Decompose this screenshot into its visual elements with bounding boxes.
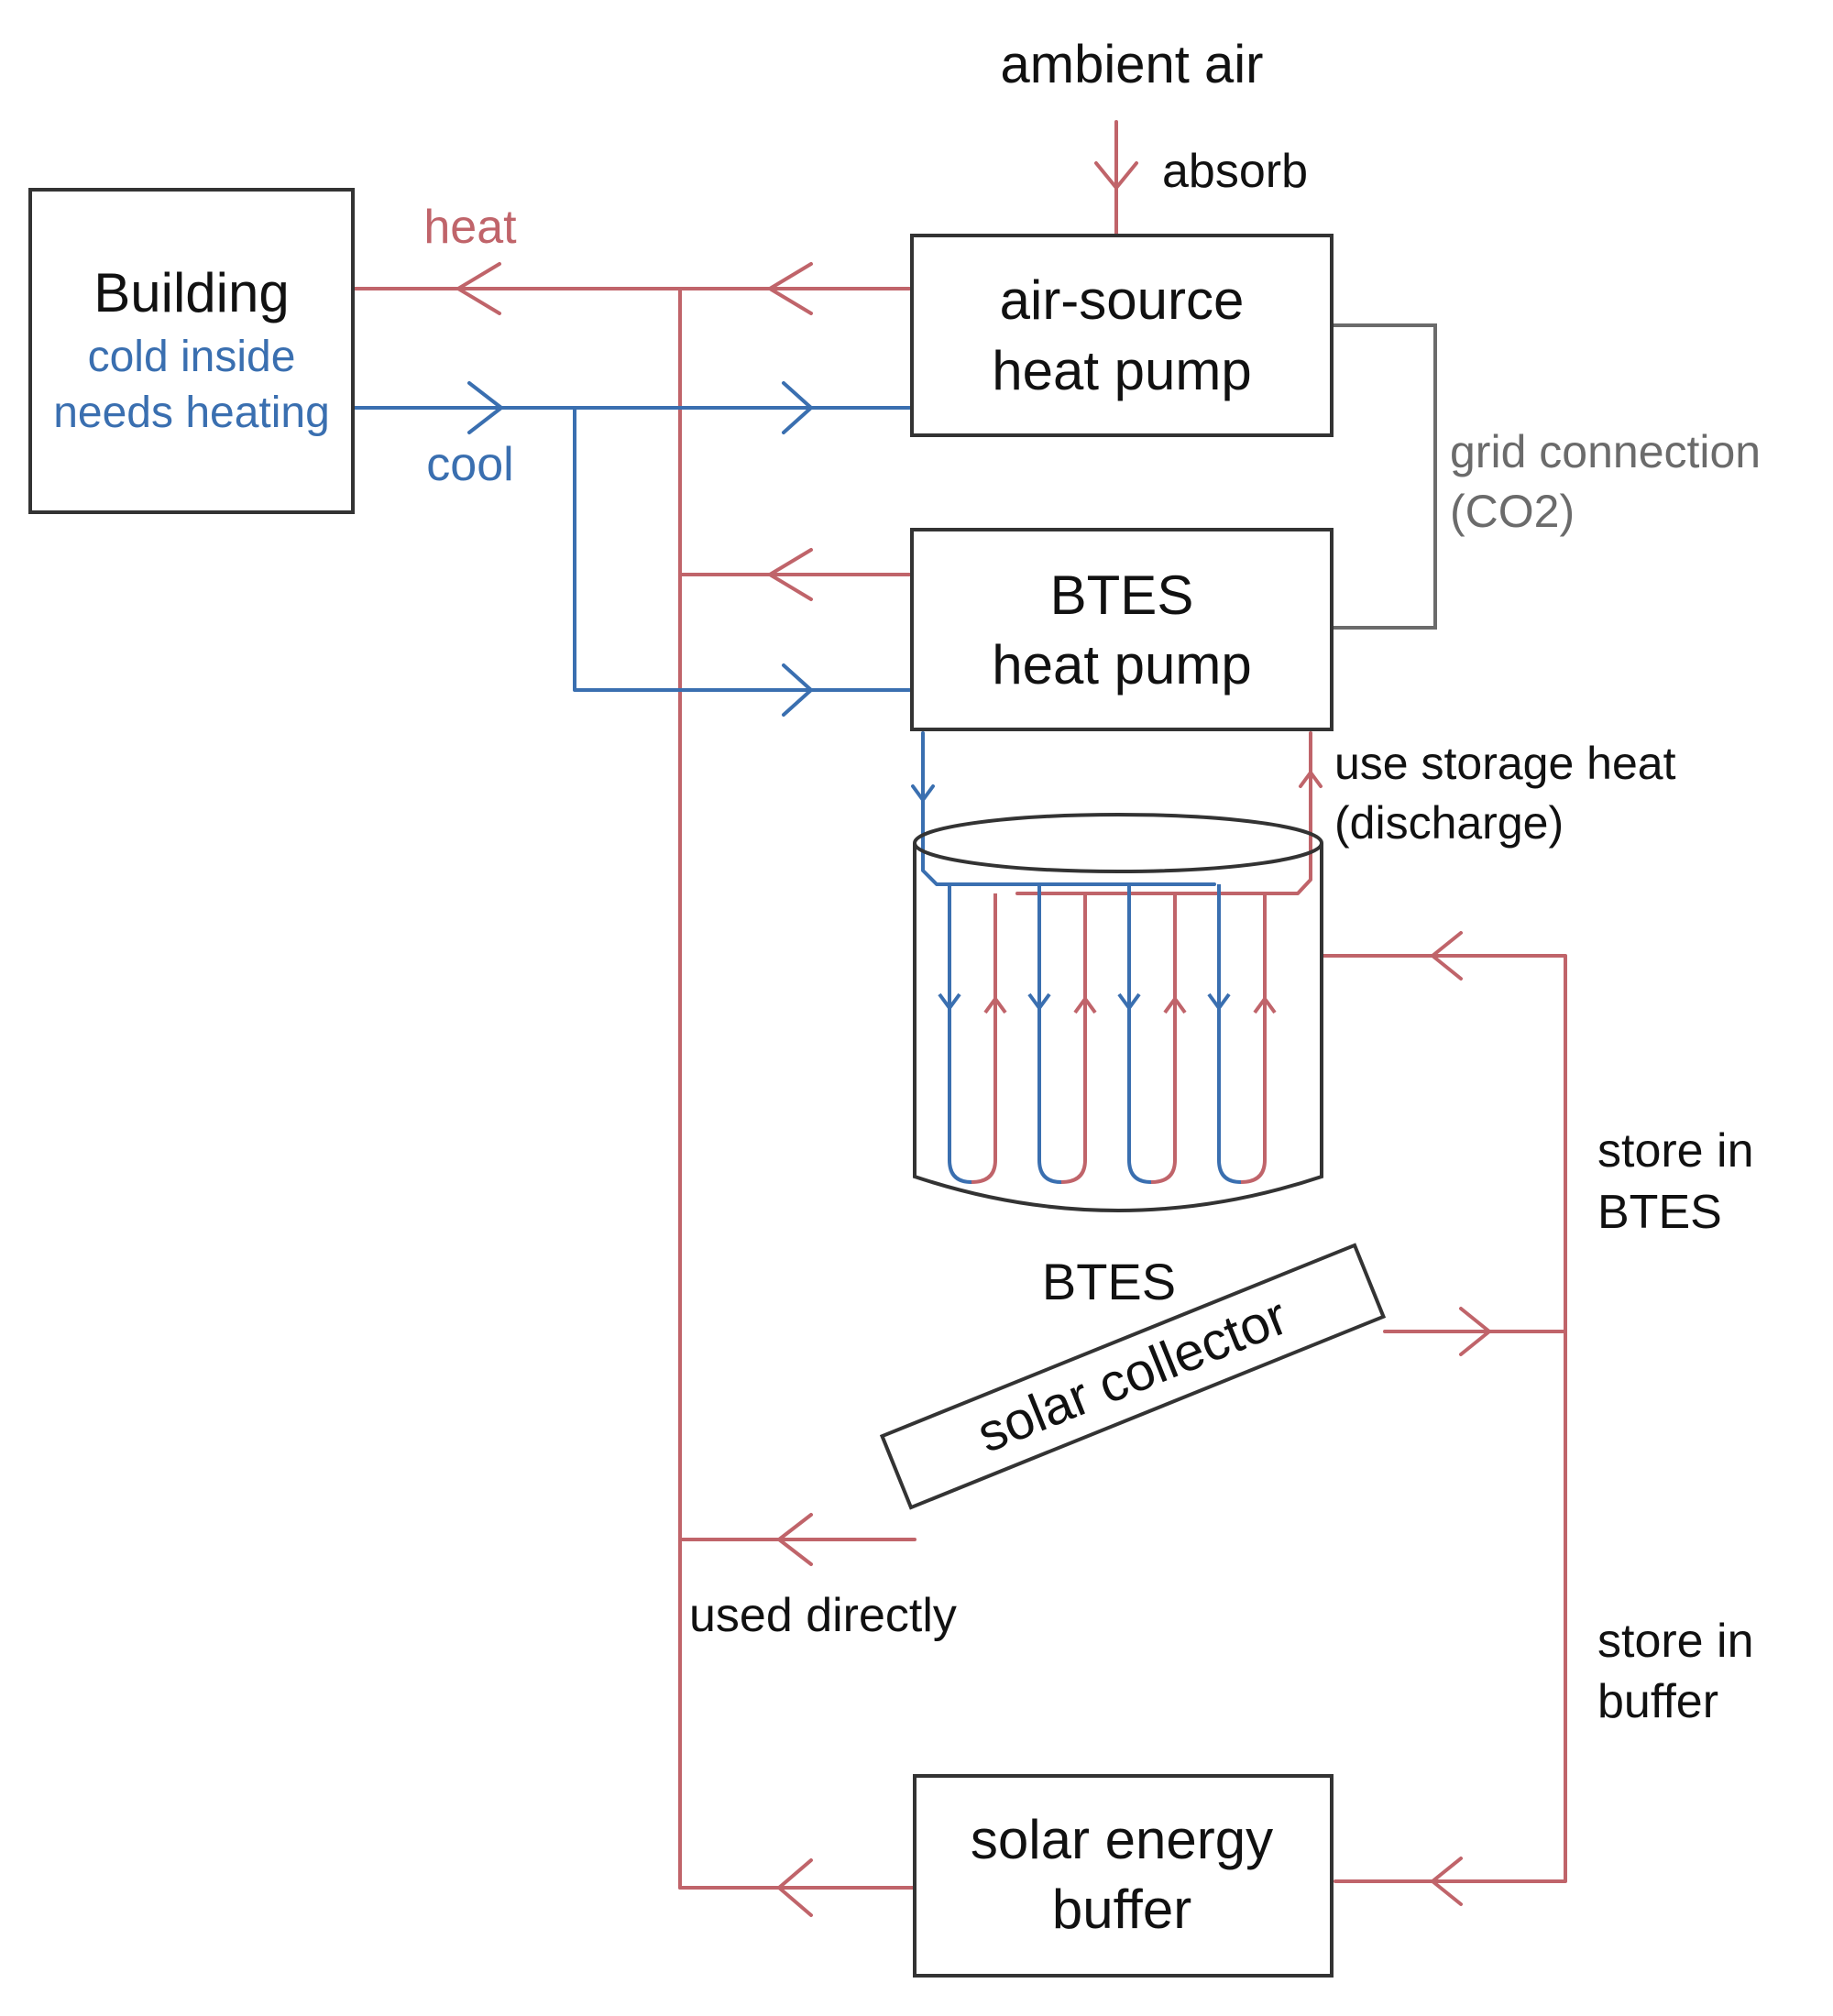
- solar-direct-arrow: [777, 1513, 813, 1566]
- btes-hp-label-line1: BTES: [1050, 564, 1194, 626]
- store-buffer-label-line1: store in: [1597, 1615, 1754, 1668]
- btes-storage: [913, 813, 1323, 1212]
- building-box: [28, 188, 355, 514]
- btes-hp-label-line2: heat pump: [992, 634, 1252, 696]
- borehole-down-arrow: [1117, 992, 1141, 1012]
- store-btes-label-line2: BTES: [1597, 1186, 1722, 1239]
- btes-cool-feed-arrow: [911, 784, 935, 802]
- discharge-label-line2: (discharge): [1334, 797, 1564, 849]
- btes-cool-feed-line: [921, 731, 1216, 886]
- absorb-arrow: [1094, 161, 1138, 190]
- store-buffer-arrow: [1431, 1857, 1463, 1906]
- borehole-up-leg: [1060, 893, 1087, 1184]
- solar-collector-label: solar collector: [969, 1286, 1295, 1463]
- borehole-up-arrow: [1073, 995, 1097, 1014]
- borehole-down-arrow: [1207, 992, 1231, 1012]
- borehole-up-leg: [1150, 893, 1177, 1184]
- solar-loop-line: [1321, 954, 1567, 1883]
- borehole-down-leg: [1127, 884, 1152, 1184]
- ashp-label-line1: air-source: [1000, 269, 1245, 331]
- borehole-up-leg: [971, 893, 997, 1184]
- borehole-up-arrow: [1163, 995, 1187, 1014]
- store-btes-arrow: [1431, 931, 1463, 981]
- cool-branch-line: [573, 406, 914, 692]
- grid-connection-label-line1: grid connection: [1450, 426, 1761, 477]
- grid-connection-line: [1332, 323, 1437, 630]
- cool-arrow-btes-hp: [782, 663, 813, 717]
- borehole-down-leg: [1217, 884, 1242, 1184]
- store-btes-label-line1: store in: [1597, 1124, 1754, 1178]
- discharge-line: [1015, 731, 1312, 895]
- buffer-output-arrow: [777, 1858, 813, 1917]
- solar-collector-box: [879, 1243, 1387, 1510]
- btes-tank-top: [913, 813, 1323, 873]
- building-status-line1: cold inside: [88, 333, 296, 381]
- cool-network: [349, 381, 1216, 886]
- building-title: Building: [93, 262, 290, 323]
- building-status-line2: needs heating: [53, 389, 330, 437]
- cool-arrow-building: [467, 381, 503, 434]
- btes-hp-heat-arrow: [768, 548, 813, 601]
- heat-label: heat: [423, 201, 517, 254]
- borehole-up-arrow: [983, 995, 1007, 1014]
- air-source-heat-pump-box: [910, 234, 1334, 437]
- ashp-label-line2: heat pump: [992, 340, 1252, 401]
- heat-arrow-building: [456, 262, 501, 315]
- buffer-label-line2: buffer: [1052, 1879, 1191, 1940]
- borehole-down-arrow: [1027, 992, 1051, 1012]
- grid-connection-label-line2: (CO2): [1450, 486, 1575, 537]
- solar-energy-buffer-box: [913, 1774, 1334, 1978]
- borehole-loops: [938, 884, 1277, 1184]
- collector-output-arrow: [1459, 1307, 1491, 1356]
- discharge-arrow: [1299, 771, 1323, 788]
- borehole-up-leg: [1240, 893, 1267, 1184]
- borehole-down-leg: [948, 884, 972, 1184]
- borehole-down-leg: [1037, 884, 1062, 1184]
- cool-label: cool: [426, 438, 513, 491]
- cool-arrow-ashp: [782, 381, 813, 434]
- used-directly-label: used directly: [689, 1589, 957, 1642]
- btes-heat-pump-box: [910, 528, 1334, 731]
- borehole-up-arrow: [1253, 995, 1277, 1014]
- ambient-air-label: ambient air: [1001, 35, 1264, 94]
- absorb-label: absorb: [1162, 145, 1308, 198]
- borehole-down-arrow: [938, 992, 961, 1012]
- store-buffer-label-line2: buffer: [1597, 1675, 1718, 1728]
- btes-label: BTES: [1042, 1253, 1176, 1310]
- discharge-label-line1: use storage heat: [1334, 738, 1676, 789]
- heat-network: [349, 120, 1567, 1917]
- buffer-label-line1: solar energy: [971, 1809, 1273, 1870]
- heat-arrow-ashp: [768, 262, 813, 315]
- btes-tank-body: [913, 843, 1323, 1212]
